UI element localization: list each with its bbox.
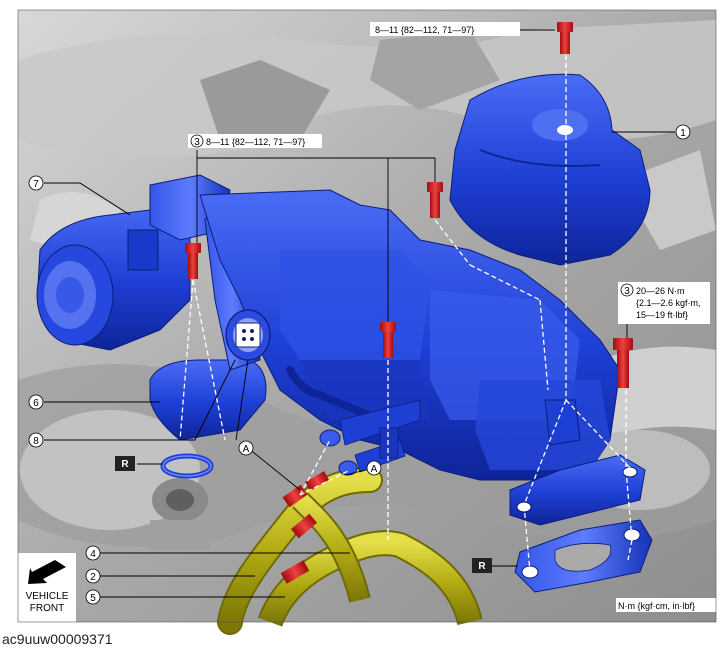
flange-gasket xyxy=(514,519,653,593)
vehicle-front-line2: FRONT xyxy=(30,603,64,614)
bolt-icon-center xyxy=(380,322,396,358)
callout-4: 4 xyxy=(90,549,96,560)
torque-right-line1: 20—26 N·m xyxy=(636,286,685,296)
callout-3-right: 3 xyxy=(624,286,630,297)
bolt-icon-mid-right xyxy=(427,182,443,218)
bolt-icon-top xyxy=(557,22,573,54)
heat-shield xyxy=(449,73,651,266)
callout-7: 7 xyxy=(33,179,39,190)
assembly-lines xyxy=(179,55,633,573)
vehicle-front-arrow-icon xyxy=(28,560,66,584)
units-legend: N·m {kgf·cm, in·lbf} xyxy=(616,598,716,612)
bolt-icon-right xyxy=(613,338,633,388)
torque-right-line2: {2.1—2.6 kgf·m, xyxy=(636,298,701,308)
o-ring-icon xyxy=(160,453,214,479)
vehicle-front-line1: VEHICLE xyxy=(26,591,69,602)
bolt-icon-mid-left xyxy=(185,243,201,279)
diagram-frame xyxy=(17,9,717,623)
replace-badges: R R xyxy=(115,456,492,573)
egr-cooler xyxy=(199,189,621,481)
callout-2: 2 xyxy=(90,572,96,583)
replace-badge-gasket: R xyxy=(478,561,486,572)
catalog-id: ac9uuw00009371 xyxy=(2,631,113,647)
units-legend-text: N·m {kgf·cm, in·lbf} xyxy=(618,601,695,611)
torque-right-line3: 15—19 ft·lbf} xyxy=(636,310,688,320)
callout-3-mid: 3 xyxy=(194,137,200,148)
callout-a-right: A xyxy=(371,464,378,475)
torque-top-label: 8—11 {82—112, 71—97} xyxy=(375,25,474,35)
vehicle-front-box: VEHICLE FRONT xyxy=(18,553,76,622)
callout-6: 6 xyxy=(33,398,39,409)
callout-5: 5 xyxy=(90,593,96,604)
leader-lines xyxy=(44,29,675,598)
torque-mid-label: 8—11 {82—112, 71—97} xyxy=(206,137,305,147)
callout-1: 1 xyxy=(680,128,686,139)
torque-labels: 8—11 {82—112, 71—97} 3 8—11 {82—112, 71—… xyxy=(188,22,710,324)
connector-icon xyxy=(225,309,271,361)
callout-a-left: A xyxy=(243,444,250,455)
egr-valve xyxy=(36,174,231,351)
callout-8: 8 xyxy=(33,436,39,447)
cooler-flange xyxy=(509,399,646,526)
replace-badge-o-ring: R xyxy=(121,459,129,470)
callouts: 1 7 6 8 4 2 5 A A xyxy=(28,124,691,605)
